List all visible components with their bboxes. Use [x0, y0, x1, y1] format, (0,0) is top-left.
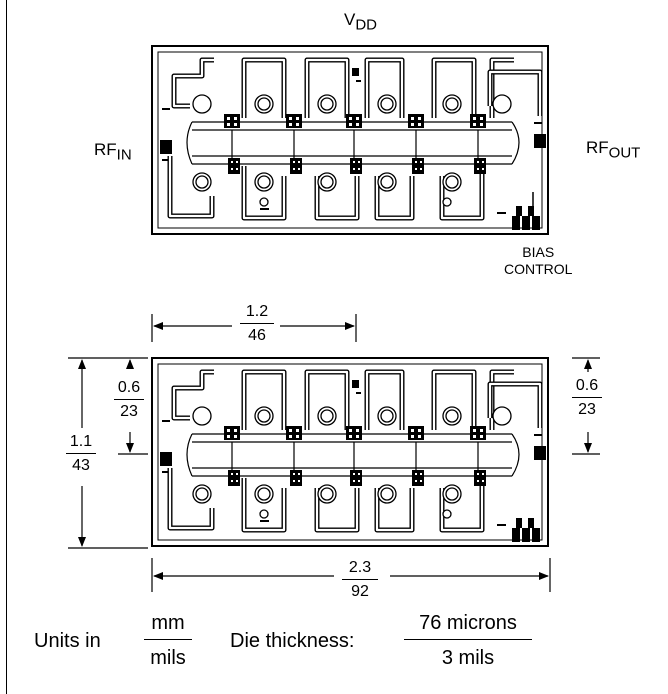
die-image-top: [152, 46, 548, 234]
units-prefix: Units in: [34, 630, 101, 652]
dim-left-inner: [118, 359, 148, 455]
dim-left-outer: [68, 357, 148, 549]
rf-in-label: RFIN: [94, 140, 132, 164]
left-border-line: [6, 0, 7, 694]
units-fraction: mm mils: [144, 613, 192, 668]
vdd-label: VDD: [344, 10, 378, 34]
dim-top-width: [151, 314, 357, 342]
dim-left-inner-label: 0.6 23: [114, 380, 144, 420]
dim-left-outer-label: 1.1 43: [66, 434, 96, 474]
dim-bottom-width: [151, 558, 551, 592]
die-image-bottom: [152, 358, 548, 546]
rf-out-label: RFOUT: [586, 138, 641, 162]
die-thickness-fraction: 76 microns 3 mils: [404, 613, 532, 668]
die-thickness-label: Die thickness:: [230, 630, 355, 652]
bias-control-label: BIAS CONTROL: [504, 244, 572, 278]
dim-top-width-label: 1.2 46: [240, 304, 274, 344]
dim-right-label: 0.6 23: [572, 378, 602, 418]
bias-label-line2: CONTROL: [504, 260, 573, 277]
dim-bottom-width-label: 2.3 92: [342, 560, 378, 600]
bias-label-line1: BIAS: [522, 244, 555, 260]
dim-right: [572, 357, 600, 455]
